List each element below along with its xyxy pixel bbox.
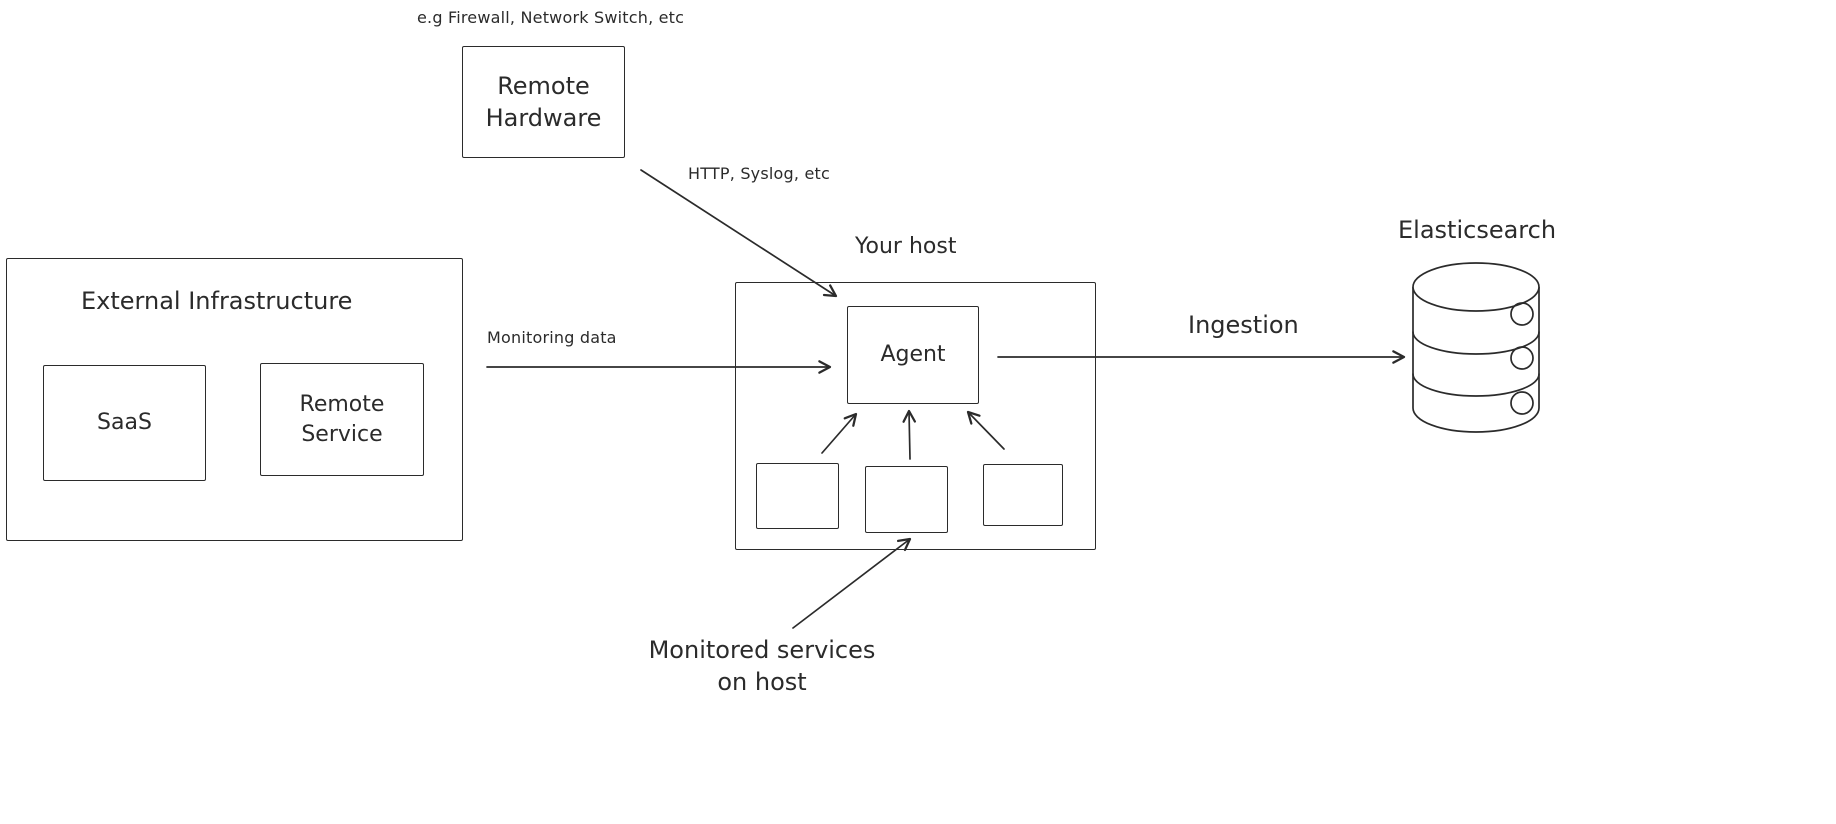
monitored-services-arrow <box>792 537 912 629</box>
remote-hardware-note: e.g Firewall, Network Switch, etc <box>417 8 685 27</box>
agent-label: Agent <box>880 342 946 368</box>
monitored-service-box-2 <box>865 466 948 533</box>
your-host-box: Agent <box>735 282 1096 550</box>
monitored-service-box-3 <box>983 464 1063 526</box>
external-infrastructure-title: External Infrastructure <box>81 287 353 315</box>
monitoring-data-edge-label: Monitoring data <box>487 328 617 347</box>
hardware-to-agent-arrow <box>640 169 838 298</box>
external-infrastructure-box: External Infrastructure SaaS Remote Serv… <box>6 258 463 541</box>
remote-service-box: Remote Service <box>260 363 424 476</box>
monitored-service-box-1 <box>756 463 839 529</box>
saas-box: SaaS <box>43 365 206 481</box>
agent-box: Agent <box>847 306 979 404</box>
remote-hardware-label: Remote Hardware <box>485 71 602 132</box>
remote-hardware-box: Remote Hardware <box>462 46 625 158</box>
remote-service-label: Remote Service <box>299 391 385 447</box>
http-syslog-edge-label: HTTP, Syslog, etc <box>688 164 830 183</box>
your-host-title: Your host <box>855 234 957 259</box>
elasticsearch-label: Elasticsearch <box>1398 216 1557 244</box>
monitored-services-annotation: Monitored services on host <box>648 636 876 697</box>
elasticsearch-database-icon <box>1412 262 1540 433</box>
saas-label: SaaS <box>97 410 152 436</box>
ingestion-edge-label: Ingestion <box>1188 311 1299 339</box>
